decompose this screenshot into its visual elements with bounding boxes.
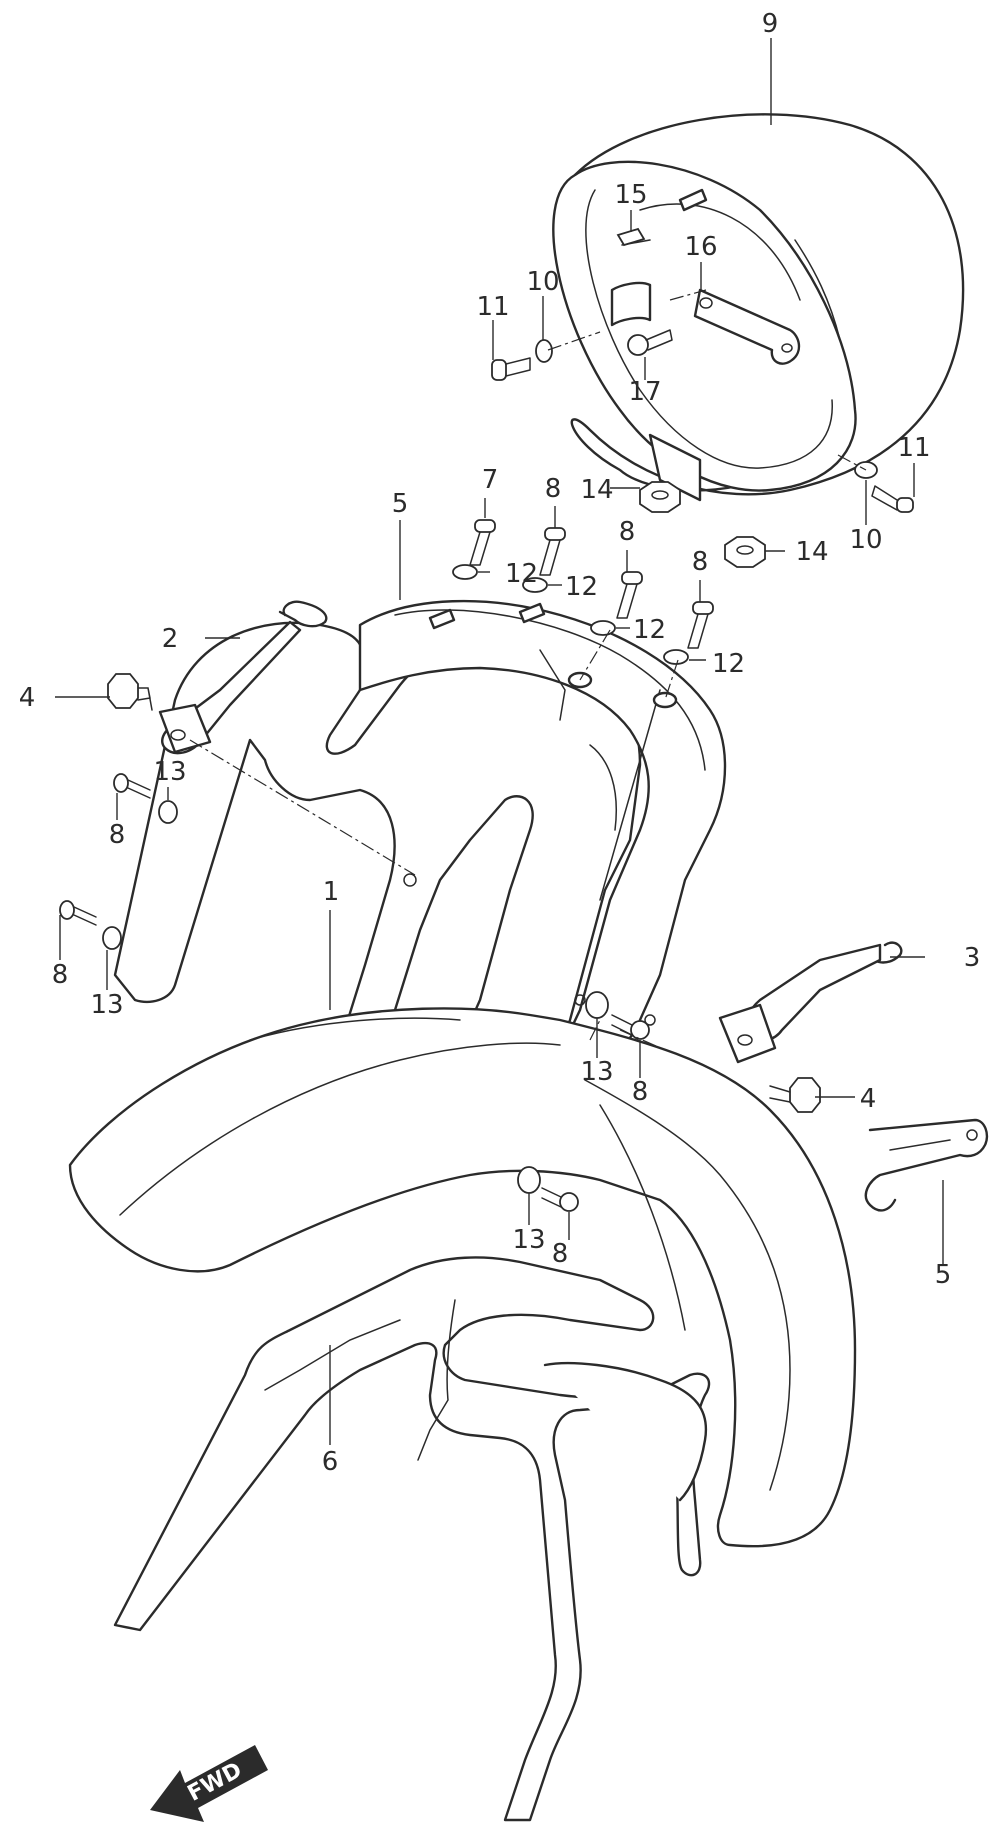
- bolt-11-left: [491, 357, 531, 381]
- callout-8-b: 8: [545, 474, 562, 504]
- callout-8-g: 8: [632, 1077, 649, 1107]
- callout-10-left: 10: [526, 267, 559, 297]
- callout-9: 9: [762, 9, 779, 39]
- callout-4-left: 4: [19, 683, 36, 713]
- callout-8-h: 8: [552, 1239, 569, 1269]
- fwd-arrow: FWD: [150, 1745, 268, 1822]
- nut-14-a: [639, 481, 681, 513]
- washer-13-low: [517, 1166, 541, 1194]
- callout-17: 17: [628, 377, 661, 407]
- callout-7: 6: [322, 1447, 339, 1477]
- fwd-label: FWD: [184, 1758, 247, 1807]
- washer-13-left-b: [102, 926, 122, 950]
- callout-8-f: 8: [52, 960, 69, 990]
- headlight-case: [552, 113, 965, 502]
- front-fender: [68, 1007, 857, 1548]
- washer-12-c: [590, 620, 616, 636]
- bolt-4-right: [769, 1077, 821, 1113]
- washer-12-a: [452, 564, 478, 580]
- callout-8-c: 8: [619, 517, 636, 547]
- callout-15: 15: [614, 180, 647, 210]
- callout-8-e: 8: [109, 820, 126, 850]
- callout-10-right: 10: [849, 525, 882, 555]
- cable-guide-right: [718, 941, 903, 1064]
- bolt-8-b: [539, 527, 566, 576]
- washer-13-left-a: [158, 800, 178, 824]
- callout-13-c: 13: [580, 1057, 613, 1087]
- callout-3: 3: [964, 943, 981, 973]
- bolt-8-d: [687, 601, 714, 649]
- callout-11-right: 11: [897, 433, 930, 463]
- assembly-lines: [189, 289, 867, 1051]
- washer-12-b: [522, 577, 548, 593]
- callout-2: 2: [162, 624, 179, 654]
- washer-13-mid: [585, 991, 609, 1019]
- callout-11-left: 11: [476, 292, 509, 322]
- callout-1: 1: [323, 877, 340, 907]
- bolt-8-a: [469, 519, 496, 566]
- callout-8-d: 8: [692, 547, 709, 577]
- callout-12-c: 12: [633, 615, 666, 645]
- bolt-4-left: [107, 673, 153, 711]
- callout-leaders: [55, 38, 944, 1445]
- callout-8-a: 7: [482, 465, 499, 495]
- callout-16: 16: [684, 232, 717, 262]
- callout-14-b: 14: [795, 537, 828, 567]
- screw-8-mid: [611, 1014, 650, 1040]
- screw-8-left-a: [113, 773, 151, 799]
- callout-14-a: 14: [580, 475, 613, 505]
- callout-13-b: 13: [90, 990, 123, 1020]
- fender-brace: [113, 1256, 711, 1822]
- callout-4-right: 4: [860, 1084, 877, 1114]
- callout-12-b: 12: [565, 572, 598, 602]
- washer-12-d: [663, 649, 689, 665]
- callout-6: 5: [392, 489, 409, 519]
- clamp-bracket: [864, 1118, 989, 1212]
- bolt-11-right: [871, 485, 914, 513]
- washer-10-left: [535, 339, 553, 363]
- callout-labels: 9 5 2 4 3 4 5 1 6 7 8 8 8 8 8 8 8 12 12 …: [19, 9, 981, 1477]
- nut-14-b: [724, 536, 766, 568]
- callout-12-d: 12: [712, 649, 745, 679]
- screw-8-low: [541, 1187, 579, 1212]
- callout-12-a: 12: [505, 559, 538, 589]
- callout-13-d: 13: [512, 1225, 545, 1255]
- callout-5: 5: [935, 1260, 952, 1290]
- screw-17: [627, 329, 673, 356]
- screw-8-left-b: [59, 900, 97, 926]
- callout-13-a: 13: [153, 757, 186, 787]
- cable-guide-left: [158, 600, 328, 755]
- bolt-8-c: [616, 571, 643, 619]
